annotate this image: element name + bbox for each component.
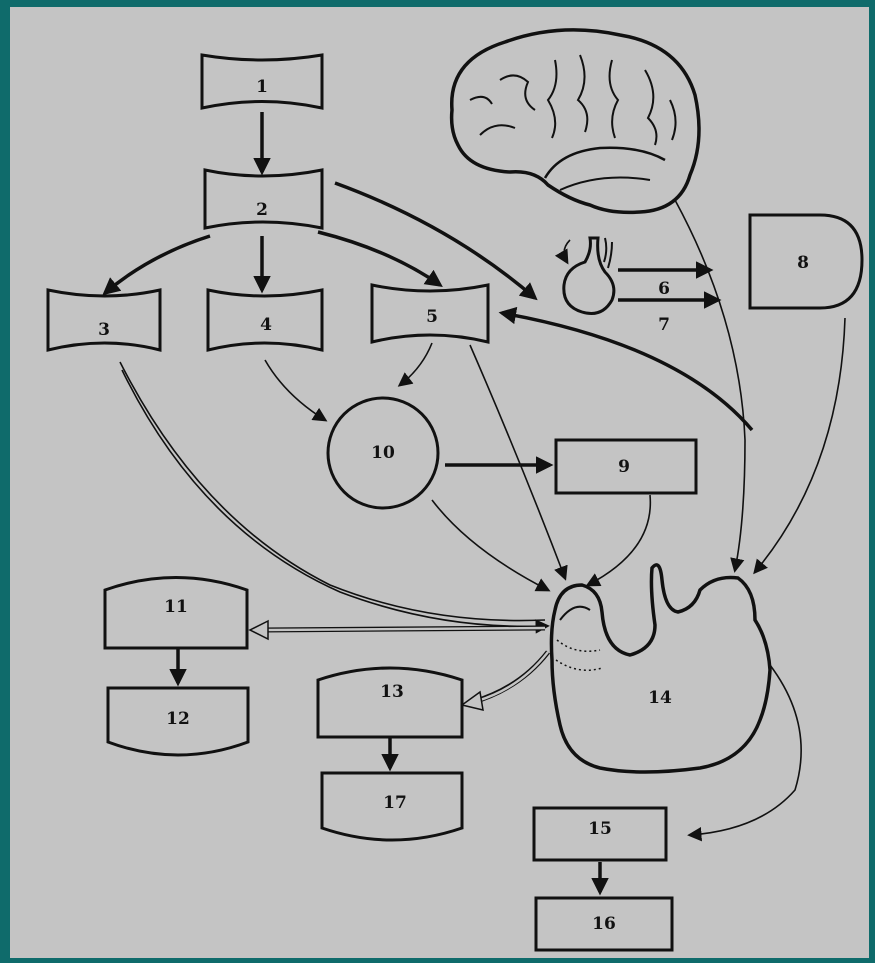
arrow-brain-to-14 xyxy=(674,199,746,573)
node-12-label: 12 xyxy=(166,709,190,729)
node-10 xyxy=(326,396,440,510)
node-4 xyxy=(206,288,324,352)
arrow-4-to-10 xyxy=(264,359,328,422)
node-17 xyxy=(320,771,464,842)
node-1-label: 1 xyxy=(256,77,268,97)
node-13-label: 13 xyxy=(380,682,404,702)
node-17-label: 17 xyxy=(383,793,407,813)
node-11 xyxy=(103,576,249,650)
node-9 xyxy=(554,438,698,495)
thyroid-gland-icon xyxy=(549,563,772,774)
node-15 xyxy=(532,806,668,862)
arrow-2-to-pituitary xyxy=(334,181,538,301)
arrow-5-to-10 xyxy=(397,342,433,387)
arrow-5-to-14 xyxy=(469,344,568,581)
hollow-arrow-14-to-13 xyxy=(460,650,550,711)
node-2 xyxy=(203,168,324,230)
label-7: 7 xyxy=(658,315,670,335)
node-1 xyxy=(200,53,324,110)
arrows xyxy=(102,112,846,896)
node-3 xyxy=(46,288,162,352)
node-10-label: 10 xyxy=(371,443,395,463)
node-5-label: 5 xyxy=(426,307,438,327)
arrow-brain-to-pituitary xyxy=(554,239,571,265)
arrow-3-to-14-inner xyxy=(121,369,550,634)
node-12 xyxy=(106,686,250,757)
node-9-label: 9 xyxy=(618,457,630,477)
node-13 xyxy=(316,666,464,739)
arrow-feedback-to-5 xyxy=(498,306,754,432)
arrow-2-to-3 xyxy=(102,234,211,296)
arrow-3-to-14 xyxy=(119,361,546,622)
arrow-10-to-14 xyxy=(431,499,551,592)
node-2-label: 2 xyxy=(256,200,268,220)
node-16-label: 16 xyxy=(592,914,616,934)
node-16 xyxy=(534,896,674,952)
brain-icon xyxy=(449,28,701,215)
pituitary-gland-icon xyxy=(562,236,616,315)
arrow-2-to-5 xyxy=(317,230,443,288)
arrow-14-to-15 xyxy=(687,664,802,842)
node-11-label: 11 xyxy=(164,597,188,617)
hollow-arrow-14-to-11 xyxy=(248,619,546,641)
node-4-label: 4 xyxy=(260,315,272,335)
node-5 xyxy=(370,283,490,344)
arrow-9-to-14 xyxy=(585,494,652,587)
node-3-label: 3 xyxy=(98,320,110,340)
arrow-8-to-14 xyxy=(753,317,846,575)
node-8 xyxy=(748,213,864,310)
node-15-label: 15 xyxy=(588,819,612,839)
node-14-label: 14 xyxy=(648,688,672,708)
label-6: 6 xyxy=(658,279,670,299)
node-8-label: 8 xyxy=(797,253,809,273)
